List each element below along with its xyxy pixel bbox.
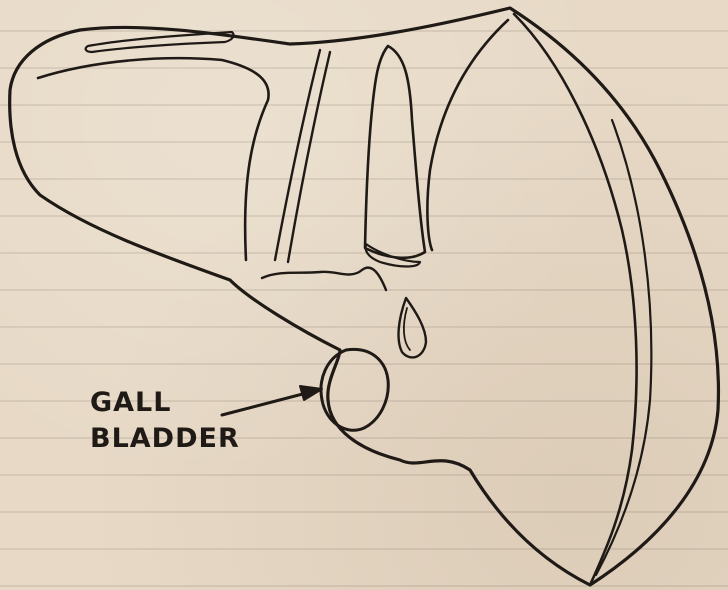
round-ligament xyxy=(399,298,426,357)
label-line-2: BLADDER xyxy=(90,421,260,457)
gall-bladder xyxy=(321,349,388,430)
ligament-left xyxy=(275,50,320,260)
right-lobe-edge-inner xyxy=(596,120,651,575)
round-ligament-inner xyxy=(404,308,410,350)
quadrate-lobe xyxy=(365,46,425,258)
quadrate-lobe-ring xyxy=(366,244,420,267)
label-line-1: GALL xyxy=(90,385,260,421)
right-lobe-crease xyxy=(427,20,508,250)
right-lobe-edge xyxy=(514,14,637,585)
gall-bladder-label: GALL BLADDER xyxy=(90,385,260,457)
hilum-line xyxy=(262,268,386,290)
left-lobe-crease xyxy=(38,58,269,260)
liver-outline xyxy=(10,8,719,585)
pointer-arrow-head xyxy=(300,386,322,400)
